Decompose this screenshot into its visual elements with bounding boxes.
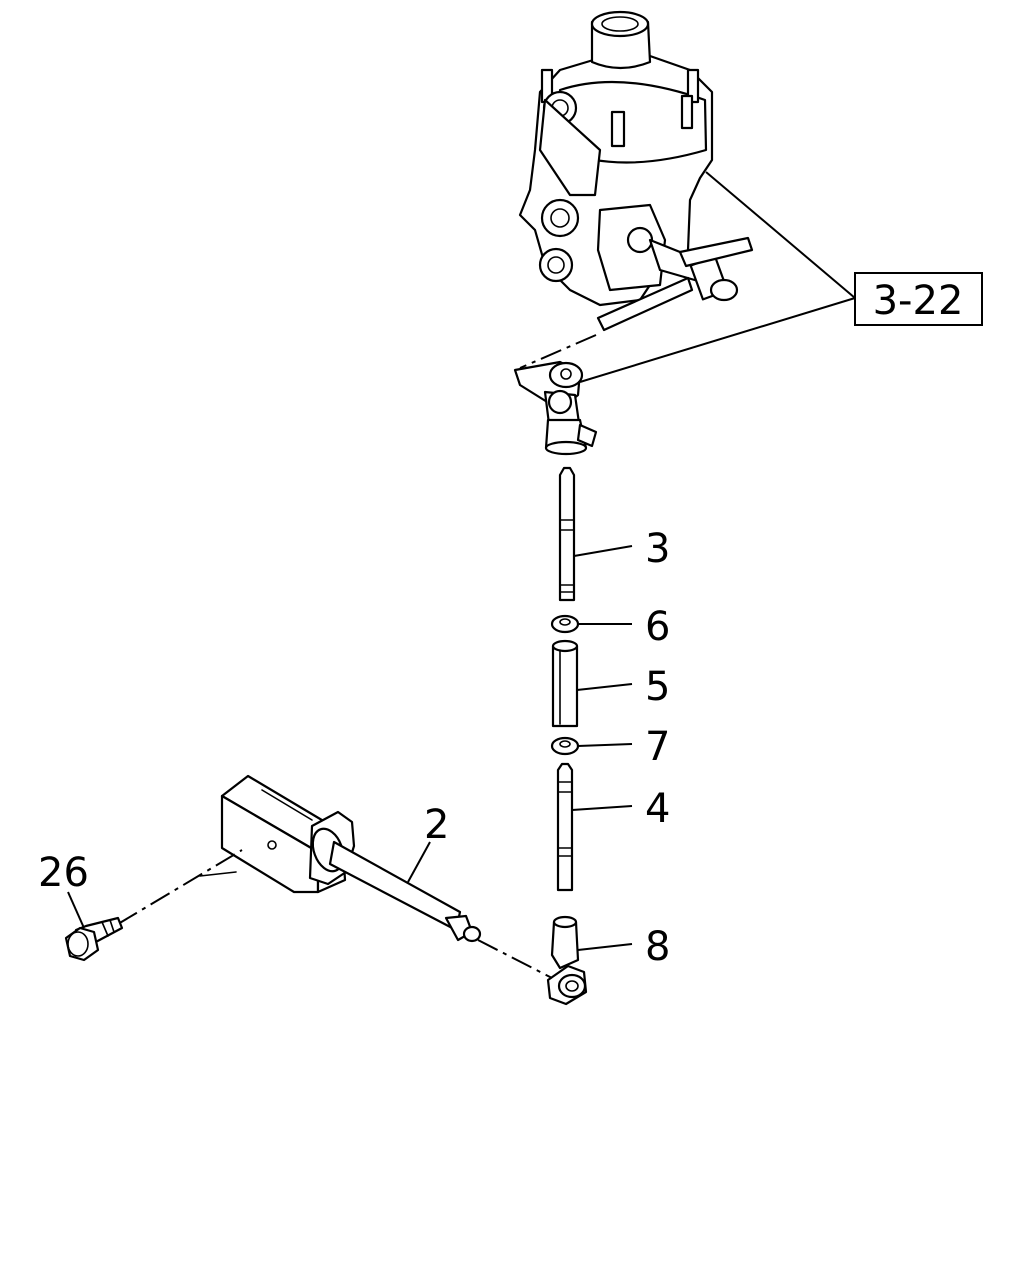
callout-5[interactable]: 5 xyxy=(645,664,670,710)
leader-26 xyxy=(67,891,85,929)
leader-3 xyxy=(573,545,633,557)
part-4-lower-rod xyxy=(556,762,574,892)
part-2-bush-link xyxy=(220,774,482,943)
bolt-centerline-branch xyxy=(199,871,237,877)
part-7-nut xyxy=(550,736,580,756)
valve-lever-arm xyxy=(513,334,598,456)
ref-label-3-22: 3-22 xyxy=(873,278,964,324)
part-5-sleeve xyxy=(551,639,579,728)
ref-leader-upper xyxy=(705,171,856,299)
leader-5 xyxy=(576,683,633,691)
part-26-bolt xyxy=(64,916,124,962)
callout-6[interactable]: 6 xyxy=(645,604,670,650)
leader-8 xyxy=(577,943,633,951)
callout-8[interactable]: 8 xyxy=(645,924,670,970)
leader-4 xyxy=(571,805,633,811)
part-6-nut xyxy=(550,614,580,634)
callout-7[interactable]: 7 xyxy=(645,724,670,770)
leader-7 xyxy=(577,743,633,747)
leveling-valve-assembly xyxy=(518,10,754,332)
centerline-link-to-rod-end xyxy=(477,939,553,979)
part-8-rod-end xyxy=(546,915,588,1006)
callout-4[interactable]: 4 xyxy=(645,786,670,832)
part-3-upper-rod xyxy=(558,466,576,602)
leader-2 xyxy=(407,841,431,883)
callout-2[interactable]: 2 xyxy=(424,802,449,848)
callout-26[interactable]: 26 xyxy=(38,850,89,896)
centerline-bolt-to-bush xyxy=(117,849,243,925)
ref-leader-lower xyxy=(579,297,856,383)
callout-3[interactable]: 3 xyxy=(645,526,670,572)
ref-box-3-22[interactable]: 3-22 xyxy=(854,272,983,326)
